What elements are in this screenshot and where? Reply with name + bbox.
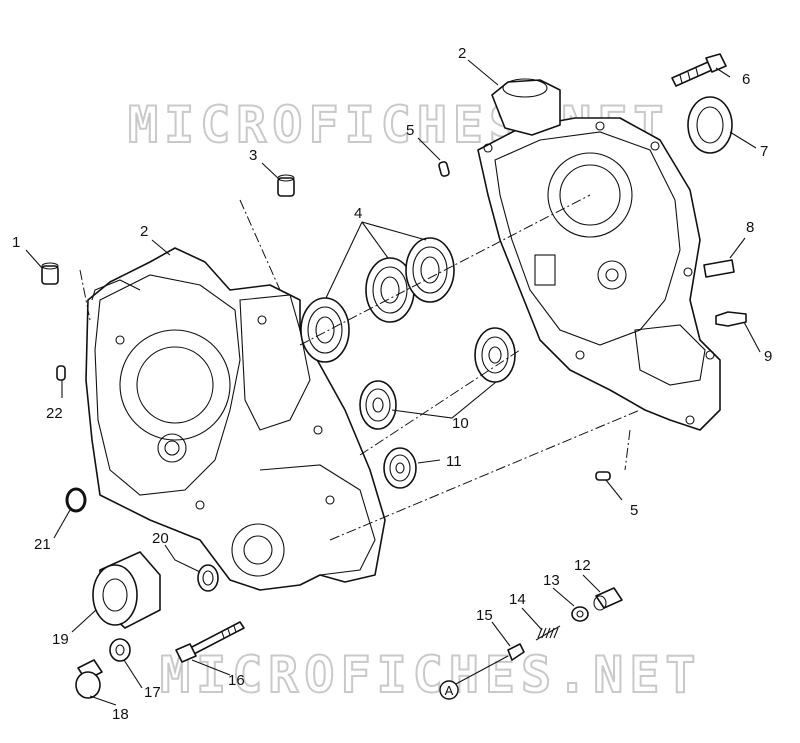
callout-5-bottom: 5 [630, 502, 638, 519]
dowel-pin-part-5-top [438, 161, 450, 177]
oil-seal-part-7 [687, 96, 733, 154]
pulley-part-19 [92, 551, 161, 629]
bearing-part-11 [383, 447, 417, 489]
left-crankcase-half [85, 247, 386, 591]
callout-15: 15 [476, 607, 493, 624]
callout-4: 4 [354, 205, 362, 222]
washer-part-13 [571, 606, 589, 622]
callout-10: 10 [452, 415, 469, 432]
callout-7: 7 [760, 143, 768, 160]
callout-numbers: 1 2 2 3 4 5 5 6 7 8 9 10 11 12 13 14 15 … [12, 45, 772, 723]
bushing-part-3 [277, 174, 295, 197]
bearing-part-10-b [474, 327, 516, 383]
callout-9: 9 [764, 348, 772, 365]
callout-19: 19 [52, 631, 69, 648]
callout-16: 16 [228, 672, 245, 689]
stud-part-8 [703, 259, 735, 278]
dowel-pin-part-22 [56, 365, 66, 381]
callout-21: 21 [34, 536, 51, 553]
bolt-part-6 [671, 53, 727, 87]
drain-bolt-part-12 [593, 587, 623, 611]
callout-20: 20 [152, 530, 169, 547]
reference-marker-a: A [439, 680, 459, 700]
callout-5-top: 5 [406, 122, 414, 139]
callout-2-right: 2 [458, 45, 466, 62]
right-crankcase-half [477, 78, 721, 431]
washer-part-17 [109, 638, 131, 662]
callout-11: 11 [446, 453, 462, 470]
callout-3: 3 [249, 147, 257, 164]
callout-12: 12 [574, 557, 591, 574]
watermark-bottom: MICROFICHES.NET [160, 646, 702, 704]
drain-plug-part-18 [75, 659, 103, 699]
reference-marker-label: A [445, 683, 454, 698]
callout-18: 18 [112, 706, 129, 723]
fitting-part-9 [715, 311, 747, 327]
callout-17: 17 [144, 684, 161, 701]
oil-seal-part-20 [197, 564, 219, 592]
bearing-part-4-c [405, 237, 455, 303]
long-bolt-part-16 [175, 621, 245, 663]
callout-14: 14 [509, 591, 526, 608]
bearing-part-4-a [300, 297, 350, 363]
leader-lines [25, 59, 761, 706]
bearing-part-10-a [359, 380, 397, 430]
callout-1: 1 [12, 234, 20, 251]
alignment-lines [79, 194, 641, 541]
callout-6: 6 [742, 71, 750, 88]
o-ring-part-21 [65, 487, 87, 513]
bushing-part-1 [41, 262, 59, 285]
dowel-pin-part-5-bottom [595, 471, 611, 481]
spring-part-14 [535, 625, 561, 641]
callout-2-left: 2 [140, 223, 148, 240]
callout-13: 13 [543, 572, 560, 589]
callout-8: 8 [746, 219, 754, 236]
plunger-part-15 [507, 643, 525, 661]
callout-22: 22 [46, 405, 63, 422]
